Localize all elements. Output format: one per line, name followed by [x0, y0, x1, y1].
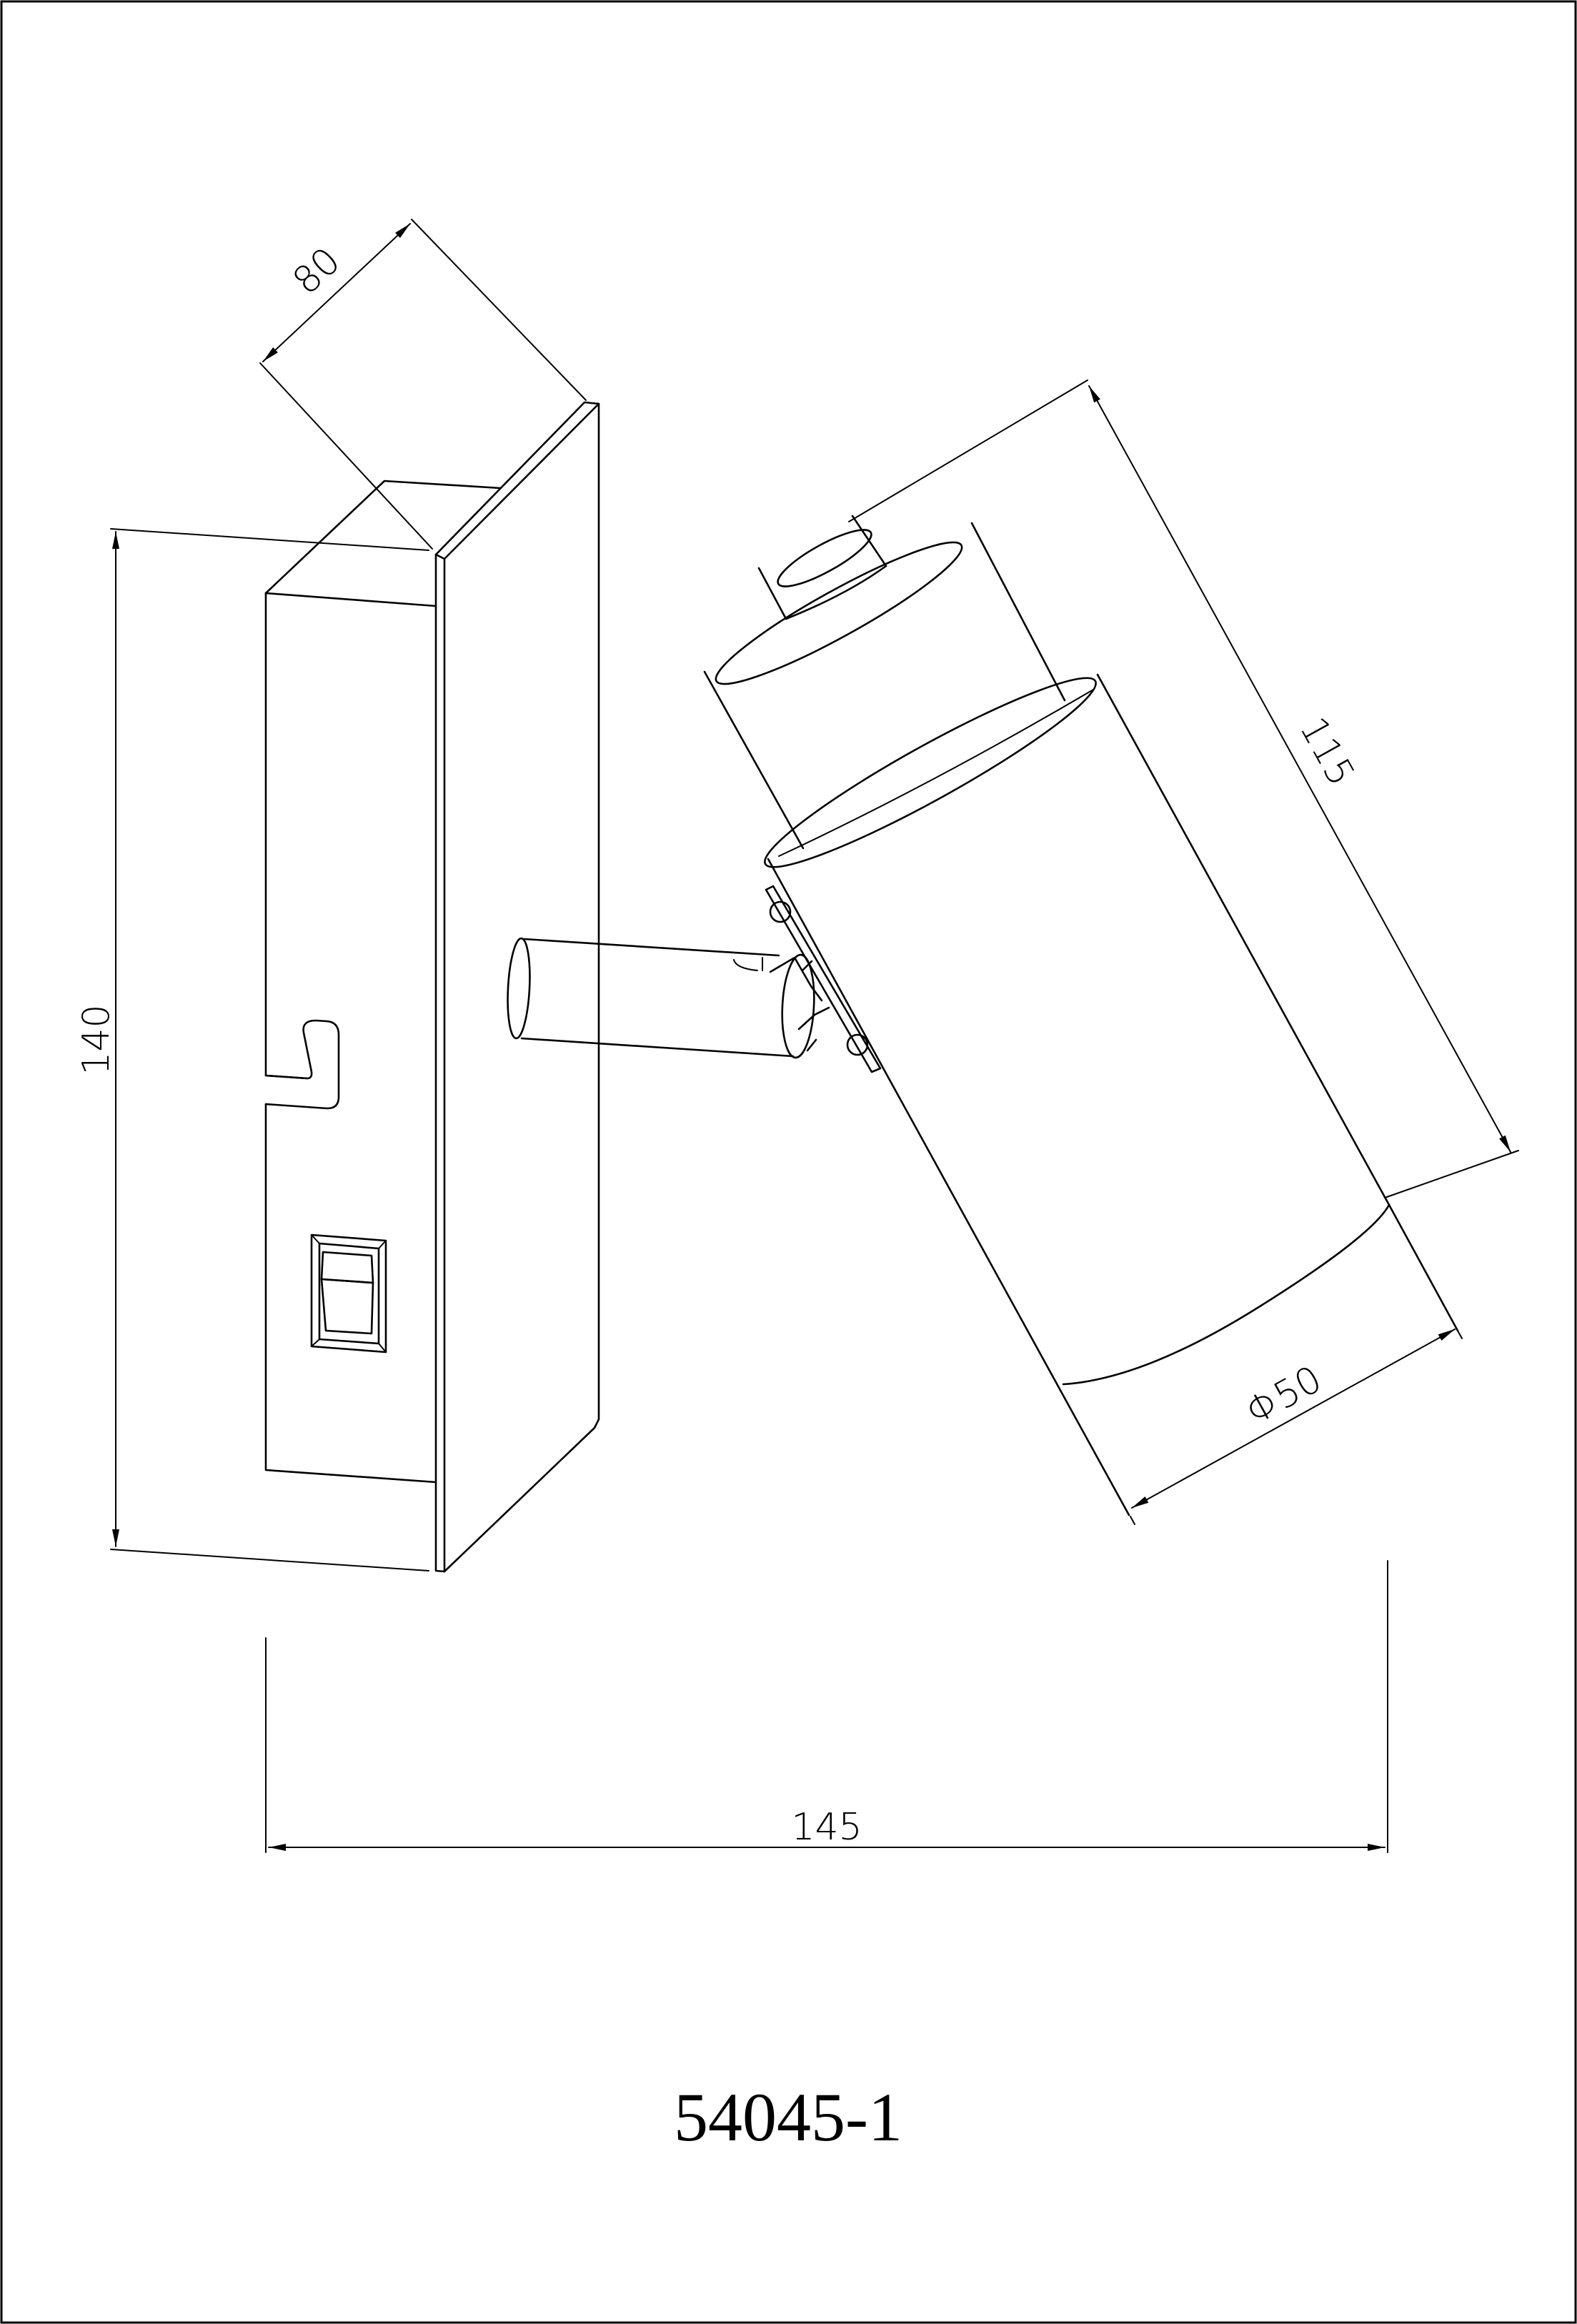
model-number: 54045-1	[674, 2079, 902, 2155]
dimension-diameter-50: Φ50	[1130, 1329, 1463, 1525]
dimension-140: 140	[75, 528, 429, 1571]
keyhole-slot	[264, 1019, 340, 1110]
dimension-label-140: 140	[75, 1004, 118, 1075]
dimension-label-145: 145	[791, 1806, 862, 1849]
dimension-145: 145	[265, 1560, 1388, 1853]
rocker-switch[interactable]	[310, 1233, 387, 1354]
dimension-label-80: 80	[285, 239, 349, 303]
spotlight-head	[703, 515, 1459, 1516]
dimension-label-diameter-50: Φ50	[1239, 1358, 1329, 1434]
arm	[507, 937, 830, 1059]
dimension-label-115: 115	[1291, 710, 1363, 793]
dimension-80: 80	[259, 219, 587, 550]
wall-plate	[264, 401, 600, 1573]
dimension-115: 115	[848, 379, 1519, 1198]
